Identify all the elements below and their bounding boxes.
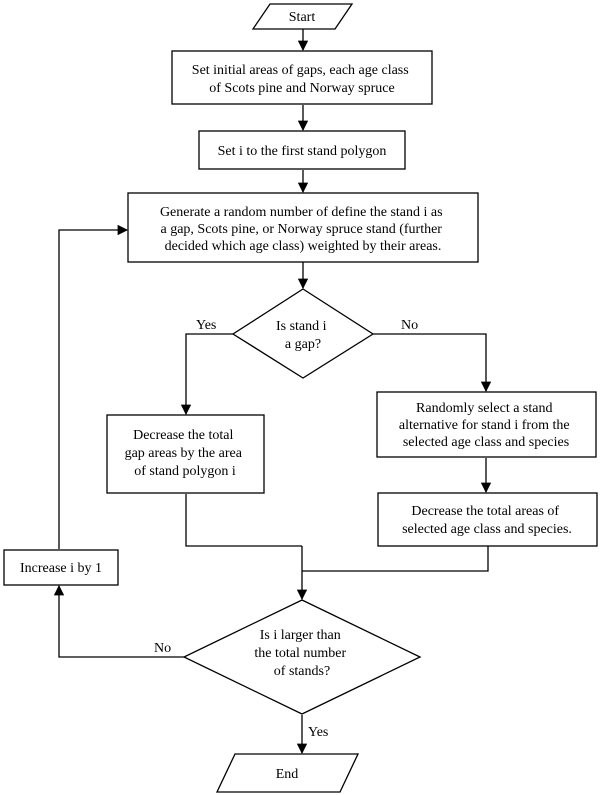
text-line: a gap? — [285, 337, 321, 352]
start-terminal: Start — [251, 3, 354, 30]
generate-random-box: Generate a random number of define the s… — [127, 192, 479, 263]
text-line: the total number — [254, 646, 346, 661]
text-line: of Scots pine and Norway spruce — [209, 81, 394, 96]
set-i-first-text: Set i to the first stand polygon — [218, 144, 387, 159]
randomly-select-text: Randomly select a stand alternative for … — [399, 401, 573, 450]
arrow-increase-to-generate — [58, 224, 129, 549]
text-line: alternative for stand i from the — [399, 418, 570, 433]
text-line: Set i to the first stand polygon — [218, 144, 387, 159]
text-line: Increase i by 1 — [20, 561, 102, 576]
set-i-first-box: Set i to the first stand polygon — [198, 130, 406, 170]
randomly-select-box: Randomly select a stand alternative for … — [376, 391, 597, 458]
text-line: decided which age class) weighted by the… — [165, 239, 442, 254]
end-label: End — [276, 767, 299, 782]
arrow-decision-larger-no — [53, 584, 184, 658]
arrow-decision-gap-yes — [180, 333, 233, 416]
set-initial-areas-text: Set initial areas of gaps, each age clas… — [192, 63, 412, 96]
decision-is-larger-yes-label: Yes — [308, 725, 328, 740]
text-line: of stands? — [274, 664, 330, 679]
text-line: a gap, Scots pine, or Norway spruce stan… — [161, 222, 443, 237]
connectors — [53, 29, 492, 755]
text-line: selected age class and species. — [402, 522, 572, 537]
decision-is-larger: Is i larger than the total number of sta… — [182, 599, 422, 715]
text-line: Randomly select a stand — [416, 401, 552, 416]
end-terminal: End — [215, 753, 360, 793]
set-initial-areas-box: Set initial areas of gaps, each age clas… — [171, 50, 433, 105]
text-line: of stand polygon i — [134, 464, 236, 479]
decision-is-larger-text: Is i larger than the total number of sta… — [254, 628, 349, 679]
text-line: Set initial areas of gaps, each age clas… — [192, 63, 409, 78]
text-line: Is stand i — [276, 319, 327, 334]
decision-is-gap-no-label: No — [401, 318, 418, 333]
text-line: Decrease the total areas of — [411, 504, 559, 519]
decrease-areas-text: Decrease the total areas of selected age… — [402, 504, 572, 537]
text-line: selected age class and species — [403, 435, 569, 450]
decision-is-gap: Is stand i a gap? — [231, 288, 375, 379]
increase-i-text: Increase i by 1 — [20, 561, 102, 576]
generate-random-text: Generate a random number of define the s… — [160, 205, 446, 254]
text-line: gap areas by the area — [125, 446, 243, 461]
arrow-decision-gap-no — [373, 333, 492, 393]
decrease-gap-text: Decrease the total gap areas by the area… — [125, 428, 246, 479]
increase-i-box: Increase i by 1 — [3, 549, 119, 586]
decrease-gap-box: Decrease the total gap areas by the area… — [106, 414, 265, 494]
line-decrease-areas-to-merge — [302, 546, 489, 572]
decision-is-gap-yes-label: Yes — [196, 318, 216, 333]
decision-is-gap-text: Is stand i a gap? — [276, 319, 330, 352]
decision-is-larger-no-label: No — [154, 641, 171, 656]
line-decrease-gap-to-merge — [185, 494, 302, 547]
text-line: Decrease the total — [133, 428, 233, 443]
text-line: Is i larger than — [260, 628, 341, 643]
start-label: Start — [289, 10, 316, 25]
text-line: Generate a random number of define the s… — [160, 205, 443, 220]
decrease-areas-box: Decrease the total areas of selected age… — [377, 492, 598, 547]
